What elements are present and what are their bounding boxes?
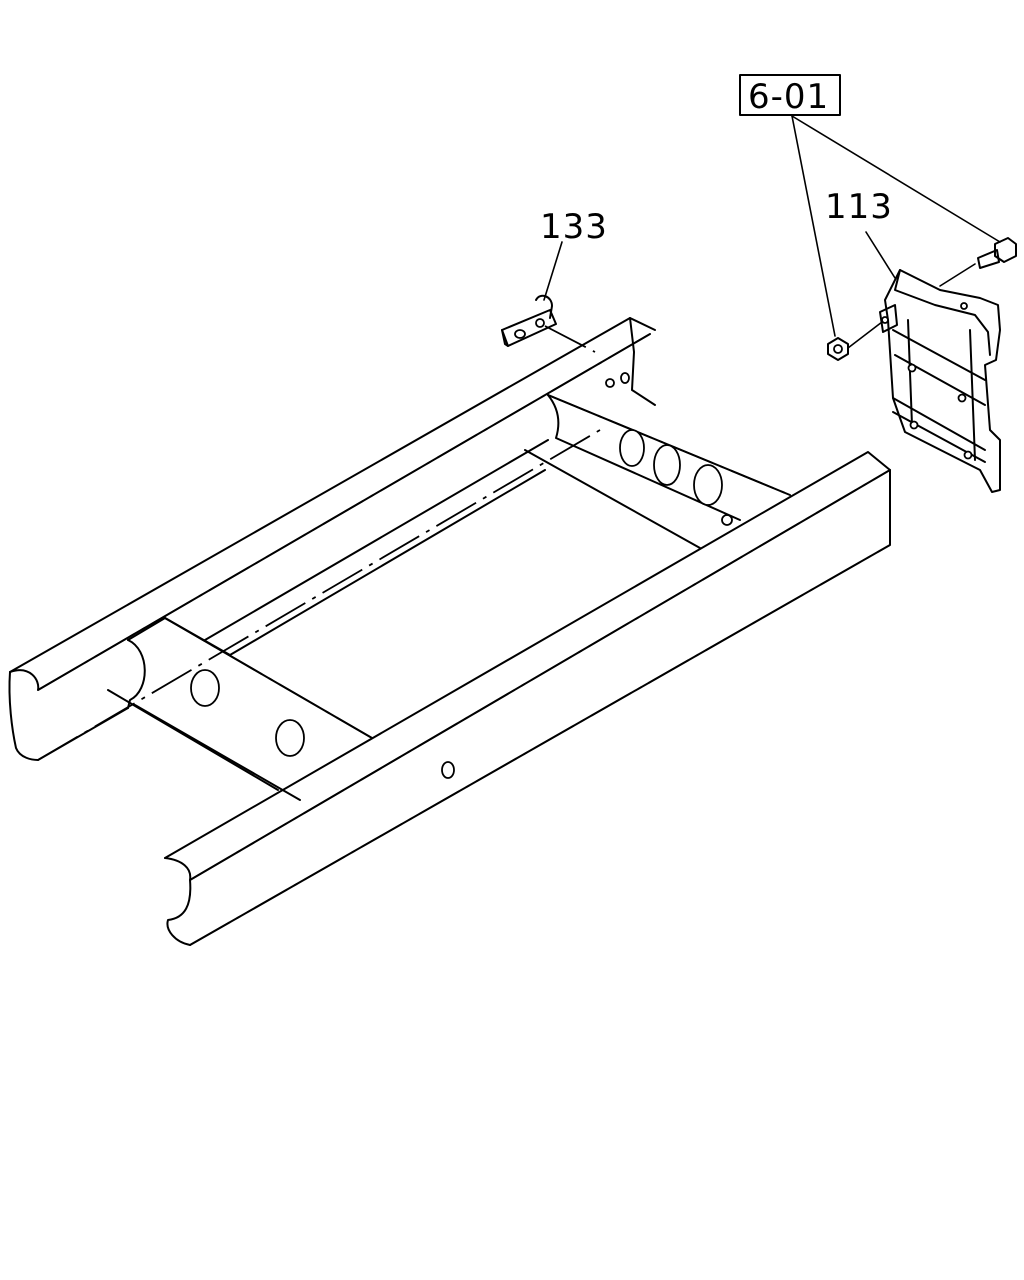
leader-line-ref-bolt — [791, 115, 1001, 243]
crossmember-hole — [721, 514, 733, 526]
bracket-hole — [957, 393, 967, 403]
bracket-hole — [963, 450, 973, 460]
crossmember-hole — [619, 429, 645, 467]
carrier-bracket-113: 113 — [825, 187, 1001, 493]
crossmember-hole — [190, 669, 220, 707]
bracket-hole — [909, 420, 919, 430]
part-label-133: 133 — [540, 207, 608, 247]
rear-crossmember — [204, 372, 791, 641]
reference-label: 6-01 — [748, 77, 829, 117]
nut — [827, 321, 883, 361]
crossmember-hole — [605, 378, 615, 388]
crossmember-hole — [620, 372, 630, 384]
crossmember-hole — [653, 444, 681, 486]
bolt — [939, 237, 1017, 287]
reference-box — [739, 74, 841, 116]
left-side-rail — [8, 317, 656, 761]
bracket-hole — [514, 329, 526, 339]
right-side-rail — [164, 451, 891, 946]
reference-callout: 6-01 — [739, 74, 841, 117]
fasteners — [791, 115, 1017, 361]
crossmember-hole — [275, 719, 305, 757]
bracket-hole — [535, 318, 545, 328]
part-label-113: 113 — [825, 187, 893, 227]
leader-line-113 — [865, 231, 896, 279]
leader-line-ref-nut — [791, 115, 836, 337]
bracket-hole — [881, 316, 889, 324]
bracket-hole — [960, 302, 968, 310]
leader-line-133 — [543, 241, 563, 301]
front-crossmember — [107, 469, 546, 801]
bracket-hole — [907, 363, 917, 373]
frame-assembly — [8, 317, 891, 946]
crossmember-hole — [693, 464, 723, 506]
rail-hole — [441, 761, 455, 779]
bracket-133: 133 — [501, 207, 608, 353]
